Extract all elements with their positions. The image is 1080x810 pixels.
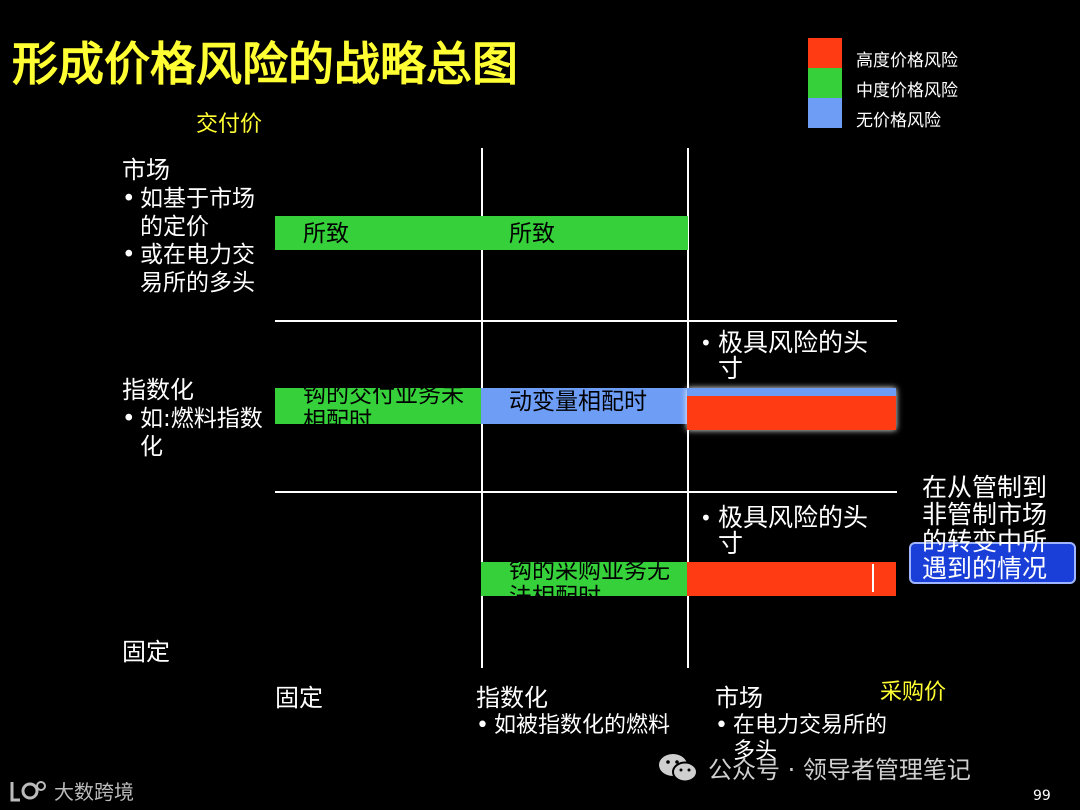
legend-swatch-medium bbox=[808, 68, 842, 98]
row-label-indexed: 指数化 • 如:燃料指数化 bbox=[122, 370, 272, 461]
bar-indexed-indexed: 动变量相配时 bbox=[481, 388, 688, 424]
footer-logo-text: 大数跨境 bbox=[54, 780, 134, 804]
page-title: 形成价格风险的战略总图 bbox=[12, 37, 518, 91]
row-title-indexed: 指数化 bbox=[122, 376, 194, 404]
row-bullet: • 如:燃料指数化 bbox=[122, 405, 272, 461]
bullet-icon: • bbox=[715, 713, 728, 738]
bar-market-indexed: 所致 bbox=[481, 216, 688, 250]
row-bullet-text: 如基于市场的定价 bbox=[140, 186, 255, 240]
note-text: 极具风险的头寸 bbox=[718, 328, 869, 383]
x-axis-title: 采购价 bbox=[880, 680, 947, 705]
bar-text-fixed-indexed: 钩的采购业务无法相配时 bbox=[509, 562, 670, 596]
footer-watermark: 公众号 · 领导者管理笔记 bbox=[656, 750, 971, 785]
row-title-market: 市场 bbox=[122, 156, 170, 184]
col-bullet-text: 如被指数化的燃料 bbox=[494, 713, 671, 738]
col-title-market: 市场 bbox=[715, 684, 763, 712]
row-bullet: • 如基于市场的定价 bbox=[122, 185, 272, 241]
y-axis-title: 交付价 bbox=[196, 112, 263, 137]
bar-fixed-market-divider bbox=[872, 564, 874, 592]
col-title-indexed: 指数化 bbox=[476, 684, 548, 712]
bar-text-market-indexed: 所致 bbox=[509, 221, 555, 247]
bar-text-market-fixed: 所致 bbox=[303, 221, 349, 247]
footer-logo: 大数跨境 bbox=[8, 776, 134, 805]
bullet-icon: • bbox=[700, 506, 712, 530]
bullet-icon: • bbox=[122, 242, 136, 268]
legend-label-medium: 中度价格风险 bbox=[856, 81, 958, 101]
legend: 高度价格风险 中度价格风险 无价格风险 bbox=[808, 38, 998, 131]
bar-market-fixed: 所致 bbox=[275, 216, 481, 250]
legend-swatch-high bbox=[808, 38, 842, 68]
grid-hline-1 bbox=[275, 320, 897, 322]
legend-label-high: 高度价格风险 bbox=[856, 51, 958, 71]
col-bullet: • 如被指数化的燃料 bbox=[476, 713, 706, 739]
note-fixed-market: • 极具风险的头寸 bbox=[700, 505, 890, 557]
callout-line-3: 的转变中所 bbox=[922, 527, 1048, 556]
col-label-market: 市场 • 在电力交易所的多头 bbox=[715, 678, 895, 765]
col-title-fixed: 固定 bbox=[275, 684, 323, 712]
row-title-fixed: 固定 bbox=[122, 638, 170, 666]
bar-text-indexed-indexed: 动变量相配时 bbox=[509, 389, 647, 415]
bar-indexed-market bbox=[687, 388, 896, 430]
callout-line-1: 在从管制到 bbox=[922, 473, 1048, 502]
bar-text-indexed-fixed: 钩的交付业务未相配时 bbox=[303, 388, 464, 424]
callout-line-4: 遇到的情况 bbox=[922, 554, 1048, 583]
logo-icon bbox=[10, 780, 46, 801]
legend-swatch-none bbox=[808, 98, 842, 128]
row-label-market: 市场 • 如基于市场的定价 • 或在电力交易所的多头 bbox=[122, 150, 272, 297]
row-bullet-text: 或在电力交易所的多头 bbox=[140, 242, 255, 296]
page-number: 99 bbox=[1033, 788, 1051, 804]
note-text: 极具风险的头寸 bbox=[718, 503, 869, 558]
grid-hline-2 bbox=[275, 491, 897, 493]
bullet-icon: • bbox=[476, 713, 489, 738]
row-bullet-text: 如:燃料指数化 bbox=[140, 406, 263, 460]
bar-indexed-market-red bbox=[687, 396, 896, 430]
row-bullet: • 或在电力交易所的多头 bbox=[122, 241, 272, 297]
col-bullet: • 在电力交易所的多头 bbox=[715, 713, 895, 765]
bar-indexed-fixed: 钩的交付业务未相配时 bbox=[275, 388, 481, 424]
col-label-indexed: 指数化 • 如被指数化的燃料 bbox=[476, 678, 706, 739]
wechat-icon bbox=[659, 753, 698, 782]
callout-line-2: 非管制市场 bbox=[922, 500, 1048, 529]
bar-fixed-indexed: 钩的采购业务无法相配时 bbox=[481, 562, 688, 596]
callout-box bbox=[909, 542, 1076, 584]
bullet-icon: • bbox=[700, 331, 712, 355]
legend-label-none: 无价格风险 bbox=[856, 111, 941, 131]
footer-watermark-text: 公众号 · 领导者管理笔记 bbox=[708, 756, 971, 784]
bar-fixed-market bbox=[687, 562, 896, 596]
note-indexed-market: • 极具风险的头寸 bbox=[700, 330, 890, 382]
bullet-icon: • bbox=[122, 406, 136, 432]
col-bullet-text: 在电力交易所的多头 bbox=[733, 713, 888, 764]
bullet-icon: • bbox=[122, 186, 136, 212]
